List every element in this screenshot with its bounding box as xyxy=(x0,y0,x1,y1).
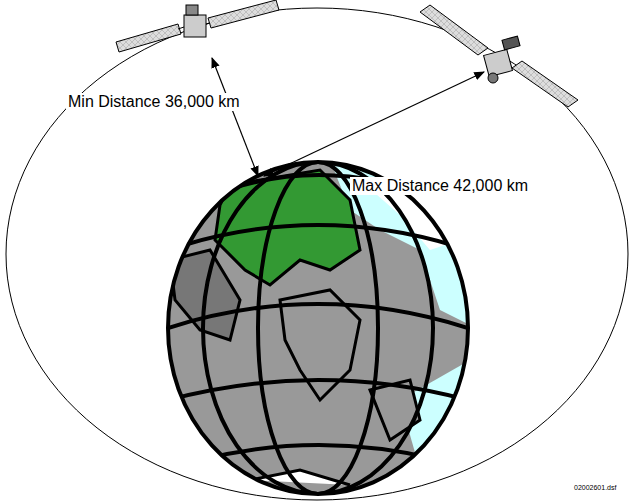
earth-globe xyxy=(168,160,480,494)
max-distance-arrow xyxy=(264,72,484,176)
distance-label: Max Distance 42,000 km xyxy=(350,177,530,195)
file-id: 02002601.dsf xyxy=(572,484,618,492)
min-distance-arrow xyxy=(212,58,258,176)
satellite-left xyxy=(116,0,279,52)
distance-label: Min Distance 36,000 km xyxy=(66,93,242,111)
orbit-ellipse xyxy=(6,8,628,500)
